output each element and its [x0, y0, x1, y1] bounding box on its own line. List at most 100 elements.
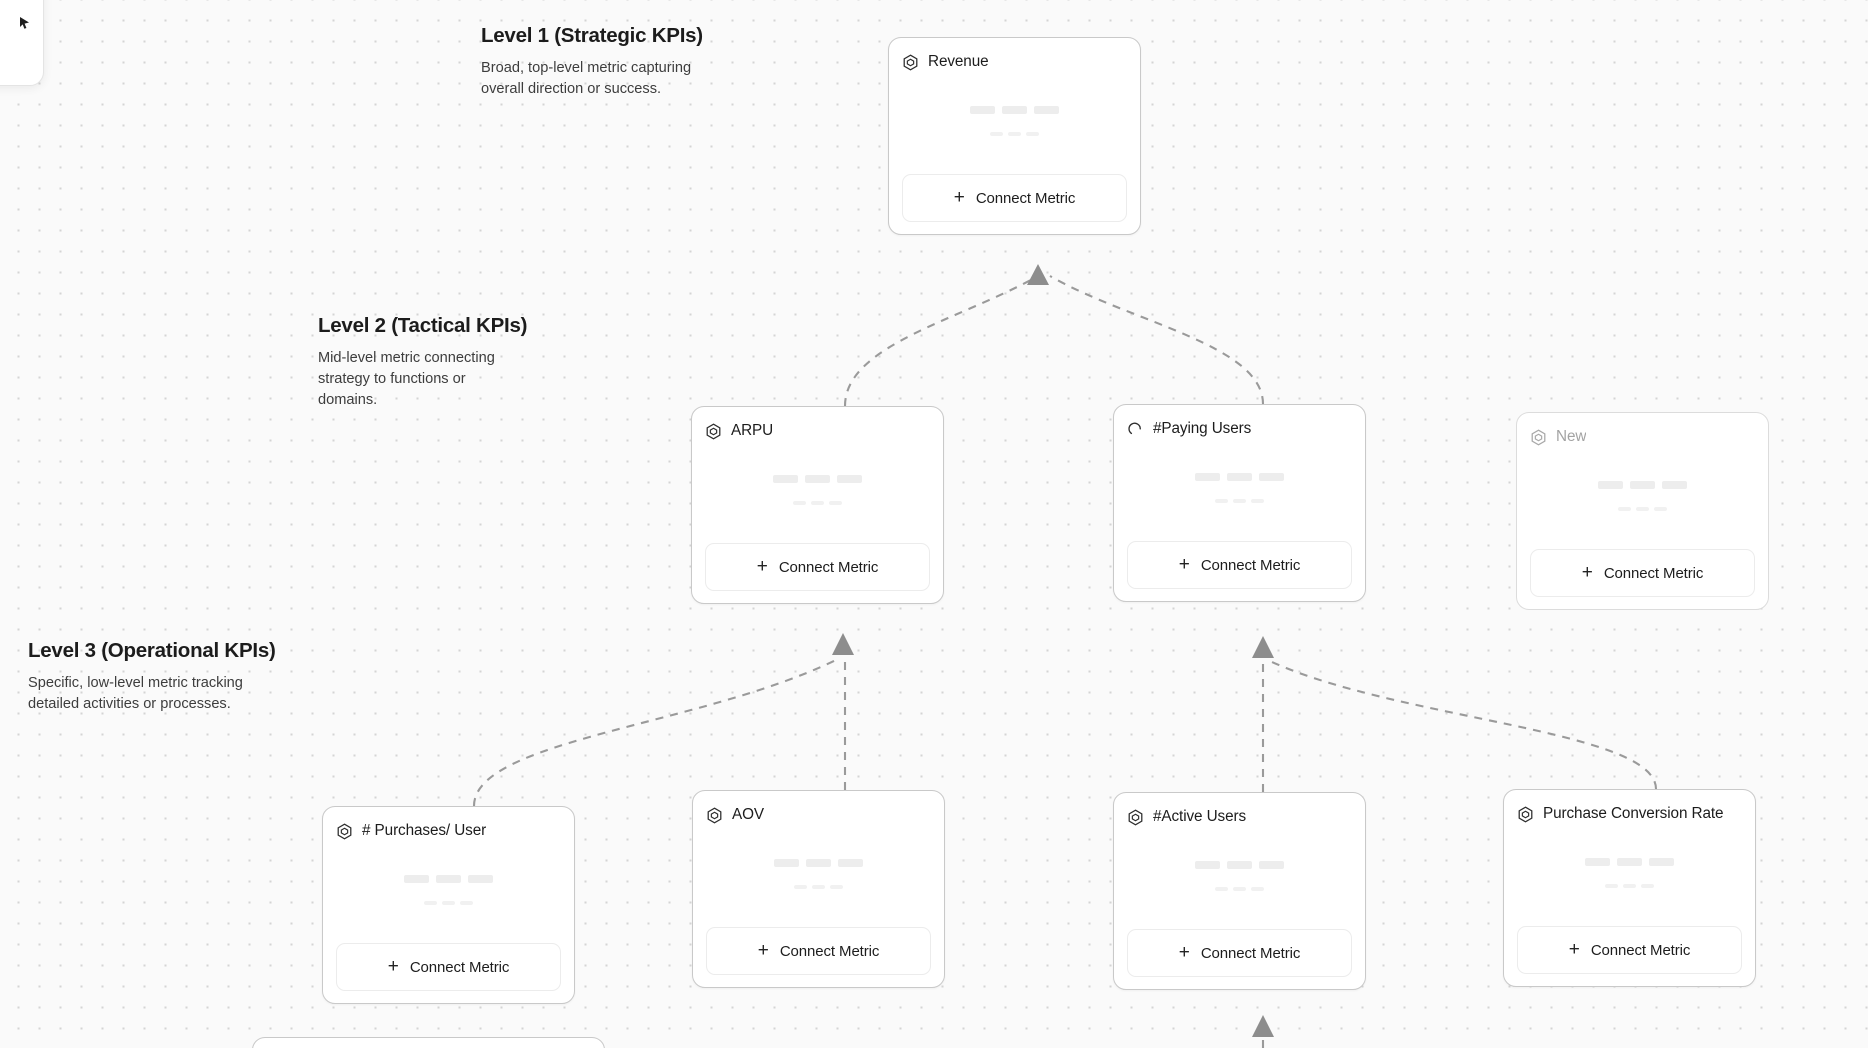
plus-icon: +: [1178, 942, 1190, 963]
card-header: Revenue: [902, 51, 1127, 73]
connect-metric-label: Connect Metric: [409, 958, 510, 976]
metric-card-active-users[interactable]: #Active Users + Connect Metric: [1113, 792, 1366, 990]
skeleton-bar: [829, 500, 842, 505]
connect-metric-button[interactable]: + Connect Metric: [1530, 549, 1755, 597]
skeleton-bar: [404, 874, 429, 883]
skeleton-bar: [1034, 105, 1059, 114]
skeleton-bar: [1008, 131, 1021, 136]
card-title: Purchase Conversion Rate: [1543, 805, 1724, 822]
hexagon-metric-icon: [1518, 805, 1533, 823]
level-1-title: Level 1 (Strategic KPIs): [481, 24, 703, 47]
connect-metric-button[interactable]: + Connect Metric: [1127, 541, 1352, 589]
skeleton-bar: [1630, 480, 1655, 489]
metric-card-paying-users[interactable]: #Paying Users + Connect Metric: [1113, 404, 1366, 602]
skeleton-bar: [442, 900, 455, 905]
skeleton-bar: [424, 900, 437, 905]
skeleton-row-primary: [404, 874, 493, 883]
plus-icon: +: [387, 956, 399, 977]
skeleton-row-primary: [774, 858, 863, 867]
connect-metric-button[interactable]: + Connect Metric: [336, 943, 561, 991]
canvas-corner-panel[interactable]: [0, 0, 44, 86]
skeleton-row-primary: [1195, 860, 1284, 869]
level-2-title: Level 2 (Tactical KPIs): [318, 314, 528, 337]
skeleton-bar: [1636, 506, 1649, 511]
card-header: New: [1530, 426, 1755, 448]
card-skeleton-body: [706, 826, 931, 927]
plus-icon: +: [1178, 554, 1190, 575]
card-title: # Purchases/ User: [362, 822, 487, 839]
skeleton-bar: [1227, 472, 1252, 481]
card-title: Revenue: [928, 53, 989, 70]
metric-card-aov[interactable]: AOV + Connect Metric: [692, 790, 945, 988]
connect-metric-label: Connect Metric: [1200, 944, 1301, 962]
hexagon-metric-icon: [1531, 428, 1546, 446]
hexagon-metric-icon: [706, 422, 721, 440]
skeleton-row-secondary: [1215, 498, 1264, 503]
skeleton-bar: [1195, 860, 1220, 869]
skeleton-bar: [838, 858, 863, 867]
connect-metric-button[interactable]: + Connect Metric: [1517, 926, 1742, 974]
level-1-description: Broad, top-level metric capturing overal…: [481, 60, 692, 97]
card-title: ARPU: [731, 422, 774, 439]
connect-metric-button[interactable]: + Connect Metric: [1127, 929, 1352, 977]
skeleton-bar: [1662, 480, 1687, 489]
card-skeleton-body: [902, 73, 1127, 174]
skeleton-bar: [1251, 886, 1264, 891]
skeleton-bar: [970, 105, 995, 114]
level-3-label-group: Level 3 (Operational KPIs) Specific, low…: [28, 639, 276, 715]
card-skeleton-body: [705, 442, 930, 543]
hexagon-metric-icon: [337, 822, 352, 840]
connect-metric-label: Connect Metric: [778, 558, 879, 576]
skeleton-bar: [460, 900, 473, 905]
metric-card-arpu[interactable]: ARPU + Connect Metric: [691, 406, 944, 604]
skeleton-row-primary: [970, 105, 1059, 114]
skeleton-bar: [794, 884, 807, 889]
skeleton-bar: [468, 874, 493, 883]
card-title: #Active Users: [1153, 808, 1247, 825]
card-skeleton-body: [1530, 448, 1755, 549]
connect-metric-button[interactable]: + Connect Metric: [902, 174, 1127, 222]
skeleton-row-secondary: [1215, 886, 1264, 891]
card-skeleton-body: [1127, 828, 1352, 929]
skeleton-bar: [1585, 857, 1610, 866]
skeleton-bar: [990, 131, 1003, 136]
hexagon-metric-icon: [707, 806, 722, 824]
skeleton-bar: [1215, 886, 1228, 891]
loading-spinner-icon: [1128, 422, 1141, 434]
connect-metric-button[interactable]: + Connect Metric: [706, 927, 931, 975]
connect-metric-button[interactable]: + Connect Metric: [705, 543, 930, 591]
skeleton-row-secondary: [424, 900, 473, 905]
skeleton-bar: [805, 474, 830, 483]
skeleton-bar: [1598, 480, 1623, 489]
connect-metric-label: Connect Metric: [1200, 556, 1301, 574]
arrowhead-revenue: [1027, 264, 1049, 285]
metric-card-purchase-conversion-rate[interactable]: Purchase Conversion Rate + Connect Metri…: [1503, 789, 1756, 987]
edge-pcr-to-paying-users: [1271, 661, 1658, 790]
skeleton-row-secondary: [990, 131, 1039, 136]
metric-card-offscreen-bottom[interactable]: [252, 1037, 605, 1048]
skeleton-bar: [773, 474, 798, 483]
cursor-arrow-icon: [20, 17, 29, 29]
skeleton-row-primary: [1585, 857, 1674, 866]
edge-purchases-to-arpu: [472, 659, 837, 807]
level-2-label-group: Level 2 (Tactical KPIs) Mid-level metric…: [318, 314, 527, 411]
metric-card-new[interactable]: New + Connect Metric: [1516, 412, 1769, 610]
skeleton-bar: [1649, 857, 1674, 866]
arrowhead-paying-users: [1252, 636, 1274, 658]
skeleton-row-secondary: [793, 500, 842, 505]
skeleton-bar: [436, 874, 461, 883]
connect-metric-label: Connect Metric: [975, 189, 1076, 207]
edge-paying-users-to-revenue: [1049, 275, 1265, 405]
skeleton-bar: [811, 500, 824, 505]
skeleton-bar: [837, 474, 862, 483]
metric-card-revenue[interactable]: Revenue + Connect Metric: [888, 37, 1141, 235]
plus-icon: +: [953, 187, 965, 208]
level-2-description: Mid-level metric connecting strategy to …: [318, 350, 495, 408]
card-title: New: [1556, 428, 1587, 445]
skeleton-bar: [793, 500, 806, 505]
card-header: #Active Users: [1127, 806, 1352, 828]
metric-card-purchases-per-user[interactable]: # Purchases/ User + Connect Metric: [322, 806, 575, 1004]
skeleton-bar: [1259, 860, 1284, 869]
skeleton-bar: [1618, 506, 1631, 511]
level-3-description: Specific, low-level metric tracking deta…: [28, 675, 243, 712]
